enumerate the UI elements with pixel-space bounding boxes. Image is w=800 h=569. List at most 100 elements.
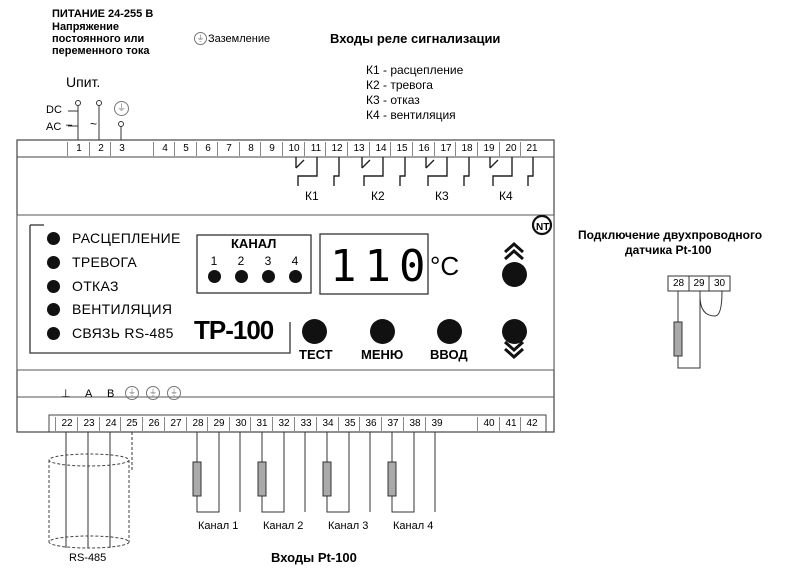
two-wire-terminal-29: 29 — [693, 278, 705, 289]
top-terminal-9: 9 — [260, 142, 283, 156]
dc-label: DC — [46, 104, 62, 116]
ground-legend-icon: ⏚ — [194, 32, 207, 45]
channel-label-2: Канал 2 — [263, 520, 304, 532]
top-terminal-5: 5 — [174, 142, 197, 156]
two-wire-title-2: датчика Pt-100 — [625, 243, 712, 257]
minus-sign: – — [66, 119, 73, 131]
top-terminal-13: 13 — [347, 142, 370, 156]
power-subtitle-1: Напряжение — [52, 21, 119, 33]
bottom-terminal-39: 39 — [425, 417, 448, 431]
bottom-terminal-28: 28 — [186, 417, 209, 431]
channel-number-4: 4 — [291, 254, 299, 268]
ground-icon: ⏚ — [125, 386, 139, 400]
bottom-terminal-30: 30 — [229, 417, 252, 431]
ground-icon: ⏚ — [167, 386, 181, 400]
top-terminal-1: 1 — [67, 142, 90, 156]
power-title: ПИТАНИЕ 24-255 В — [52, 8, 154, 20]
rs485-cable — [48, 432, 133, 549]
rs485-label: RS-485 — [69, 552, 107, 564]
up-button[interactable] — [502, 262, 527, 287]
brand-logo: NT — [531, 214, 553, 236]
relay-legend-1: К1 - расцепление — [366, 63, 464, 77]
indicator-label-fault: ОТКАЗ — [72, 278, 119, 294]
power-subtitle-2: постоянного или — [52, 33, 145, 45]
top-terminal-16: 16 — [412, 142, 435, 156]
tilde-sign: ~ — [90, 117, 98, 131]
bottom-terminal-37: 37 — [381, 417, 404, 431]
ground-marker: ⊥ — [61, 388, 71, 400]
bottom-terminal-38: 38 — [403, 417, 426, 431]
bottom-terminal-27: 27 — [164, 417, 187, 431]
relay-contacts — [295, 157, 534, 186]
two-wire-terminal-28: 28 — [672, 278, 685, 289]
channel-sensor-wiring — [196, 432, 436, 513]
down-arrow-icon — [504, 340, 524, 360]
menu-button-label: МЕНЮ — [361, 347, 404, 362]
enter-button-label: ВВОД — [430, 347, 468, 362]
a-marker: A — [85, 388, 93, 400]
ground-legend-label: Заземление — [208, 33, 271, 45]
menu-button[interactable] — [370, 319, 395, 344]
bottom-terminal-25: 25 — [120, 417, 143, 431]
channel-led-2 — [235, 270, 248, 283]
b-marker: B — [107, 388, 115, 400]
pt100-inputs-title: Входы Pt-100 — [271, 550, 357, 565]
top-terminal-14: 14 — [369, 142, 392, 156]
down-button[interactable] — [502, 319, 527, 344]
top-terminal-21: 21 — [520, 142, 543, 156]
relay-label-k4: К4 — [499, 189, 513, 203]
channel-number-2: 2 — [237, 254, 245, 268]
channel-label-4: Канал 4 — [393, 520, 434, 532]
led-rs485 — [47, 327, 60, 340]
relay-legend-4: К4 - вентиляция — [366, 108, 456, 122]
channel-box-title: КАНАЛ — [231, 236, 277, 251]
indicator-label-ventilation: ВЕНТИЛЯЦИЯ — [72, 301, 173, 317]
relay-section-title: Входы реле сигнализации — [330, 31, 501, 46]
two-wire-terminal-30: 30 — [713, 278, 726, 289]
bottom-terminal-strip — [48, 414, 547, 433]
top-terminal-strip — [16, 139, 555, 158]
supply-voltage-label: Uпит. — [66, 74, 101, 90]
sensor-resistors — [192, 461, 397, 497]
relay-label-k3: К3 — [435, 189, 449, 203]
indicator-label-alarm: ТРЕВОГА — [72, 254, 138, 270]
model-name: ТР-100 — [194, 315, 274, 345]
svg-text:NT: NT — [536, 222, 549, 233]
top-terminal-3: 3 — [110, 142, 133, 156]
top-terminal-15: 15 — [390, 142, 413, 156]
top-terminal-4: 4 — [153, 142, 176, 156]
channel-led-3 — [262, 270, 275, 283]
ac-label: AC — [46, 121, 62, 133]
display-box — [319, 233, 429, 295]
top-terminal-17: 17 — [434, 142, 457, 156]
led-fault — [47, 280, 60, 293]
led-alarm — [47, 256, 60, 269]
channel-number-1: 1 — [210, 254, 218, 268]
ground-icon: ⏚ — [146, 386, 160, 400]
bottom-terminal-26: 26 — [142, 417, 165, 431]
channel-label-1: Канал 1 — [198, 520, 239, 532]
relay-label-k1: К1 — [305, 189, 319, 203]
top-terminal-8: 8 — [239, 142, 262, 156]
bottom-terminal-42: 42 — [520, 417, 543, 431]
channel-led-1 — [208, 270, 221, 283]
relay-legend-2: К2 - тревога — [366, 78, 433, 92]
top-terminal-19: 19 — [477, 142, 500, 156]
bottom-terminal-36: 36 — [359, 417, 382, 431]
test-button[interactable] — [302, 319, 327, 344]
led-trip — [47, 232, 60, 245]
two-wire-diagram — [667, 275, 731, 369]
bottom-terminal-24: 24 — [99, 417, 122, 431]
relay-legend-3: К3 - отказ — [366, 93, 420, 107]
bottom-terminal-41: 41 — [499, 417, 522, 431]
up-arrow-icon — [504, 241, 524, 261]
temperature-unit: °C — [430, 251, 460, 281]
bottom-terminal-33: 33 — [294, 417, 317, 431]
top-terminal-6: 6 — [196, 142, 219, 156]
enter-button[interactable] — [437, 319, 462, 344]
channel-label-3: Канал 3 — [328, 520, 369, 532]
temperature-display: 110 — [330, 241, 434, 292]
top-terminal-10: 10 — [282, 142, 305, 156]
ground-icon: ⏚ — [114, 101, 129, 116]
top-terminal-12: 12 — [325, 142, 348, 156]
